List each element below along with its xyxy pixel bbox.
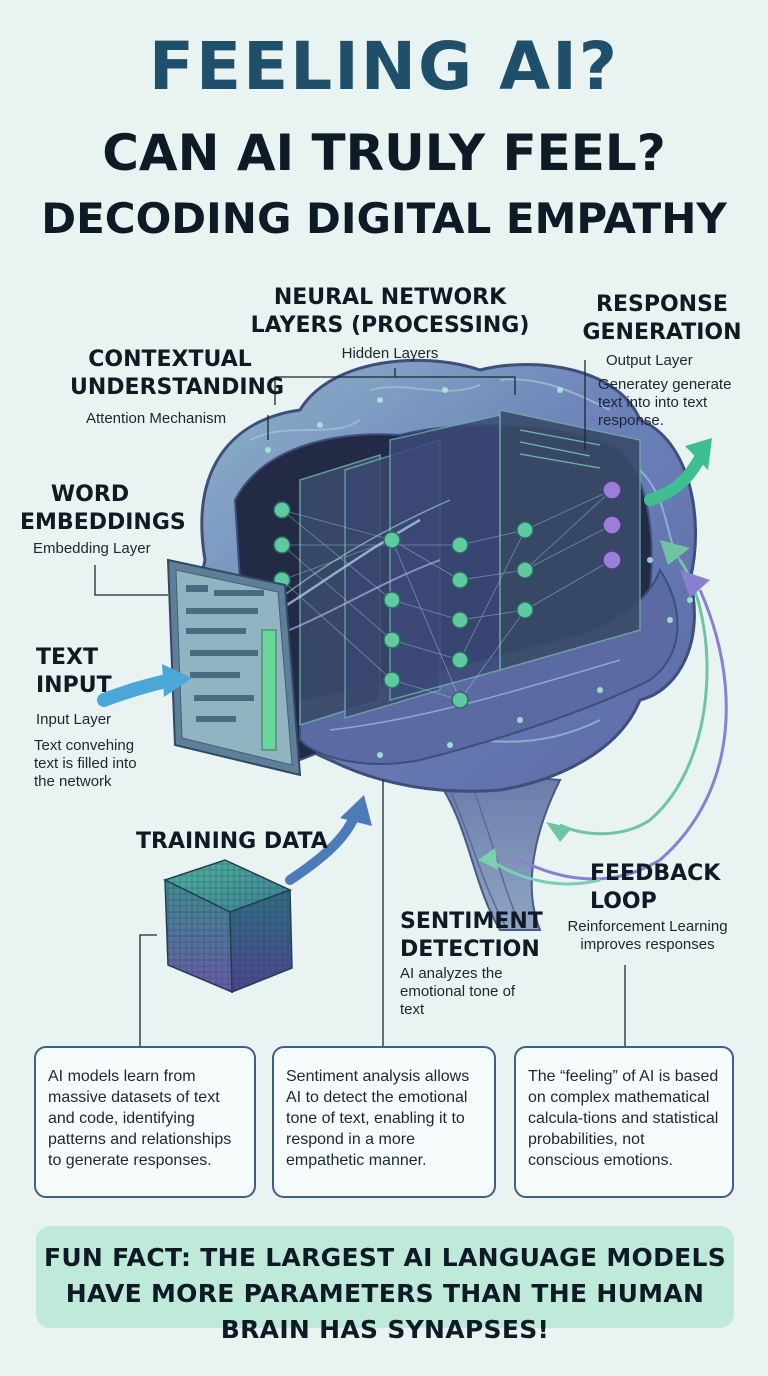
main-title: FEELING AI? [148, 28, 620, 105]
feedback-loop-label: FEEDBACK LOOP [590, 861, 721, 914]
response-generation-description: Generatey generate text into into text r… [598, 376, 732, 429]
input-layer-sublabel: Input Layer [36, 711, 112, 728]
subtitle-tagline: DECODING DIGITAL EMPATHY [41, 194, 727, 243]
training-data-info-box: AI models learn from massive datasets of… [34, 1046, 256, 1198]
sentiment-info-box: Sentiment analysis allows AI to detect t… [272, 1046, 496, 1198]
sentiment-detection-label: SENTIMENT DETECTION [400, 909, 543, 962]
text-input-label: TEXT INPUT [36, 645, 112, 698]
output-layer-sublabel: Output Layer [606, 352, 693, 369]
word-embeddings-label: WORD EMBEDDINGS [20, 482, 186, 535]
response-generation-label: RESPONSE GENERATION [582, 292, 742, 345]
subtitle-question: CAN AI TRULY FEEL? [102, 124, 666, 182]
ai-feeling-info-box: The “feeling” of AI is based on complex … [514, 1046, 734, 1198]
sentiment-detection-description: AI analyzes the emotional tone of text [400, 965, 516, 1018]
embedding-layer-sublabel: Embedding Layer [33, 540, 151, 557]
feedback-loop-description: Reinforcement Learning improves response… [567, 918, 728, 953]
neural-network-label: NEURAL NETWORK LAYERS (PROCESSING) [250, 285, 530, 338]
text-input-description: Text convehing text is filled into the n… [34, 737, 137, 790]
fun-fact-banner: FUN FACT: THE LARGEST AI LANGUAGE MODELS… [36, 1226, 734, 1344]
hidden-layers-sublabel: Hidden Layers [341, 345, 439, 362]
attention-mechanism-sublabel: Attention Mechanism [86, 410, 227, 427]
training-data-label: TRAINING DATA [136, 829, 328, 854]
contextual-understanding-label: CONTEXTUAL UNDERSTANDING [70, 347, 285, 400]
